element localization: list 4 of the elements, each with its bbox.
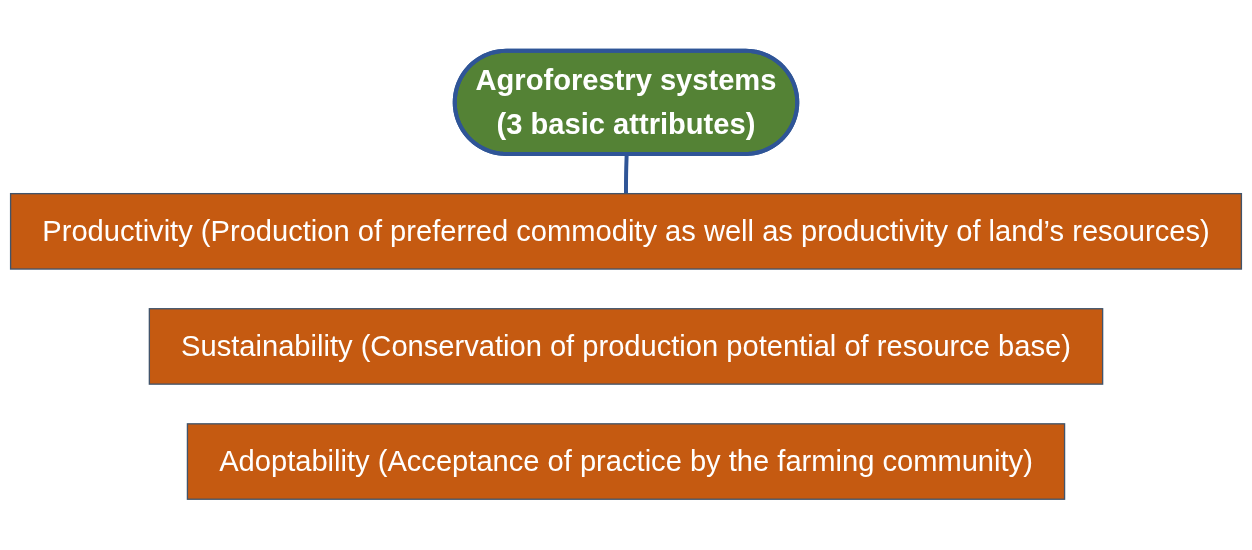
node-box: Productivity (Production of preferred commodity as well as productivity of land’s resources): [9, 193, 1243, 270]
connector: [624, 154, 629, 194]
node-box: Sustainability (Conservation of production potential of resource base): [148, 308, 1104, 385]
node-box: Adoptability (Acceptance of practice by the farming community): [186, 423, 1066, 500]
